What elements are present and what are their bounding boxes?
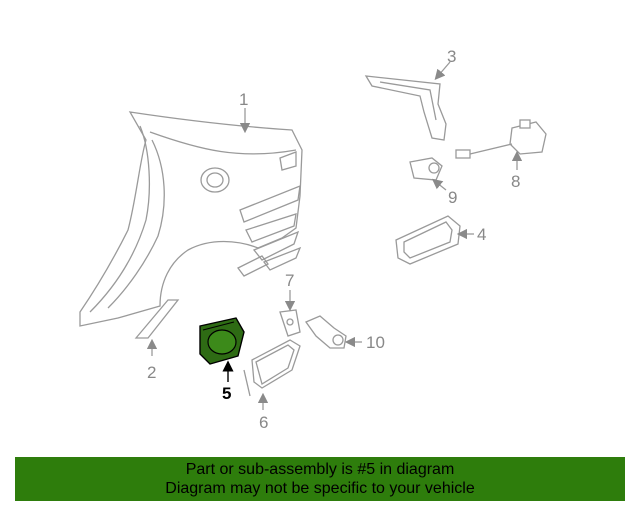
parts-diagram: 1 2 3 4 5 6 7 8 9 10 [79,47,547,432]
part-1-quarter-panel [79,108,303,327]
callout-3: 3 [447,47,457,66]
part-2-strip [134,299,180,356]
parts-diagram-drawing [79,61,547,410]
part-8-actuator [455,119,547,170]
part-10-lock [305,315,362,349]
info-banner: Part or sub-assembly is #5 in diagram Di… [15,457,625,501]
part-9-connector [409,157,447,191]
callout-5: 5 [222,384,232,403]
part-7-hinge [279,290,301,337]
part-3-bracket [364,61,451,141]
part-6-fuel-door [243,339,301,410]
part-5-fuel-filler-housing [199,317,245,382]
callout-6: 6 [259,413,269,432]
callout-1: 1 [239,90,249,109]
callout-9: 9 [448,188,458,207]
callout-10: 10 [366,333,385,352]
callout-4: 4 [477,225,487,244]
part-4-housing [395,215,474,265]
banner-line-1: Part or sub-assembly is #5 in diagram [185,461,455,478]
banner-line-2: Diagram may not be specific to your vehi… [165,480,475,497]
callout-7: 7 [285,271,295,290]
callout-2: 2 [147,363,157,382]
callout-8: 8 [511,172,521,191]
